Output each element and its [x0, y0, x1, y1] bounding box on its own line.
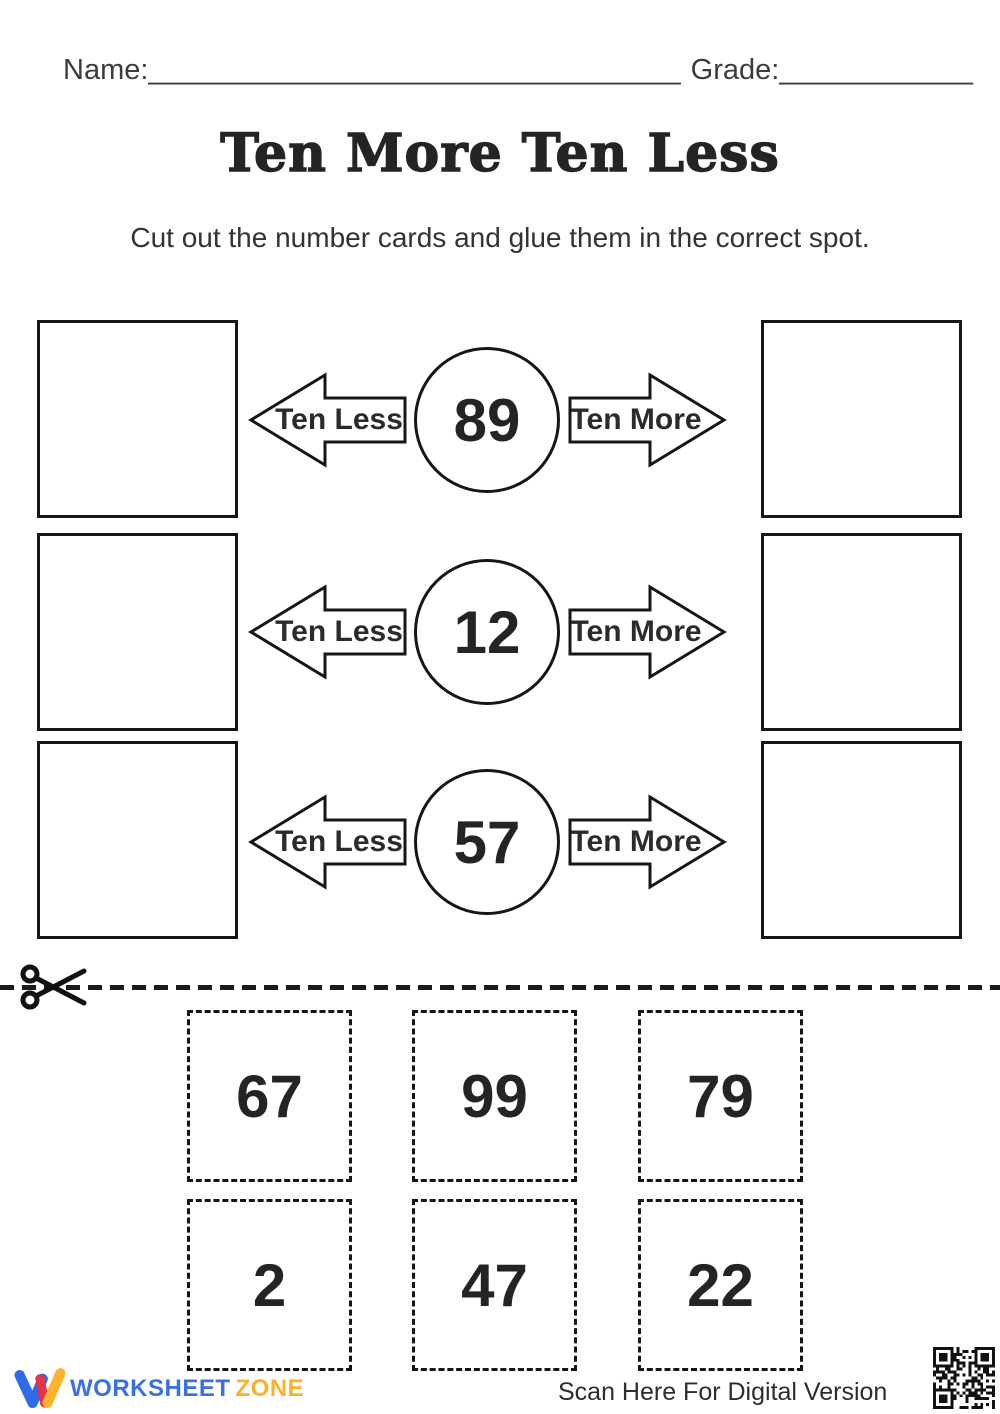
- left-arrow-icon: [248, 584, 407, 680]
- grade-label: Grade:: [690, 54, 780, 86]
- card-number: 47: [461, 1251, 528, 1319]
- scan-here-text: Scan Here For Digital Version: [558, 1378, 888, 1406]
- card-number: 2: [252, 1251, 287, 1319]
- ten-less-arrow-row-2: Ten Less: [248, 584, 408, 680]
- center-number: 57: [453, 808, 521, 876]
- card-number: 99: [461, 1062, 528, 1130]
- ten-more-arrow-row-1: Ten More: [567, 372, 727, 468]
- brand-name-worksheet: WORKSHEET: [70, 1375, 231, 1402]
- drop-zone-ten-less-row-3[interactable]: [37, 741, 238, 939]
- drop-zone-ten-more-row-1[interactable]: [761, 320, 962, 518]
- name-label: Name:: [63, 54, 149, 86]
- number-card[interactable]: 22: [638, 1199, 803, 1371]
- card-number: 22: [687, 1251, 754, 1319]
- drop-zone-ten-more-row-3[interactable]: [761, 741, 962, 939]
- ten-less-label: Ten Less: [275, 403, 403, 436]
- number-card[interactable]: 67: [187, 1010, 352, 1182]
- right-arrow-icon: [568, 794, 727, 890]
- ten-more-label: Ten More: [570, 403, 702, 436]
- ten-more-arrow-row-2: Ten More: [567, 584, 727, 680]
- drop-zone-ten-less-row-1[interactable]: [37, 320, 238, 518]
- ten-more-label: Ten More: [570, 825, 702, 858]
- header-line: Name:_________________________________ Gr…: [63, 54, 973, 87]
- left-arrow-icon: [248, 372, 407, 468]
- ten-less-arrow-row-3: Ten Less: [248, 794, 408, 890]
- number-circle-row-2: 12: [414, 559, 560, 705]
- card-number: 67: [236, 1062, 303, 1130]
- right-arrow-icon: [568, 372, 727, 468]
- page-title: Ten More Ten Less: [220, 122, 780, 184]
- worksheet-zone-logo: WORKSHEET ZONE: [14, 1366, 304, 1412]
- logo-w-icon: [14, 1368, 66, 1409]
- center-number: 89: [453, 386, 521, 454]
- drop-zone-ten-more-row-2[interactable]: [761, 533, 962, 731]
- number-circle-row-1: 89: [414, 347, 560, 493]
- qr-code: [930, 1344, 998, 1412]
- card-number: 79: [687, 1062, 754, 1130]
- center-number: 12: [453, 598, 521, 666]
- ten-more-arrow-row-3: Ten More: [567, 794, 727, 890]
- number-card[interactable]: 79: [638, 1010, 803, 1182]
- right-arrow-icon: [568, 584, 727, 680]
- ten-less-label: Ten Less: [275, 825, 403, 858]
- cut-here-dashed-line: [0, 985, 1000, 990]
- ten-less-arrow-row-1: Ten Less: [248, 372, 408, 468]
- scissors-icon: [20, 960, 90, 1019]
- number-circle-row-3: 57: [414, 769, 560, 915]
- ten-more-label: Ten More: [570, 615, 702, 648]
- grade-blank-line[interactable]: ____________: [779, 54, 973, 86]
- number-card[interactable]: 47: [412, 1199, 577, 1371]
- ten-less-label: Ten Less: [275, 615, 403, 648]
- drop-zone-ten-less-row-2[interactable]: [37, 533, 238, 731]
- number-card[interactable]: 99: [412, 1010, 577, 1182]
- number-card[interactable]: 2: [187, 1199, 352, 1371]
- instruction-text: Cut out the number cards and glue them i…: [130, 222, 870, 253]
- brand-name-zone: ZONE: [235, 1375, 305, 1402]
- left-arrow-icon: [248, 794, 407, 890]
- name-blank-line[interactable]: _________________________________: [148, 54, 681, 86]
